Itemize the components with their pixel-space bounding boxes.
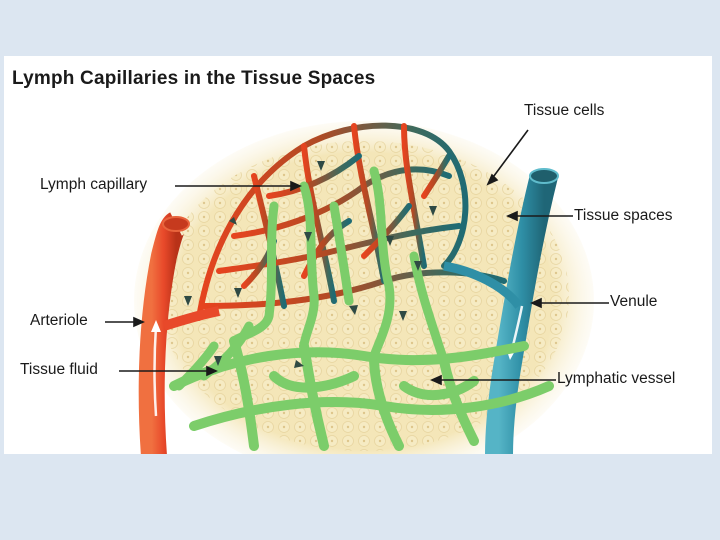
label-arteriole: Arteriole [30, 312, 88, 330]
label-tissue-cells: Tissue cells [524, 102, 604, 120]
diagram-panel: Lymph Capillaries in the Tissue Spaces T… [4, 56, 712, 454]
label-tissue-fluid: Tissue fluid [20, 361, 98, 379]
label-lymph-capillary: Lymph capillary [40, 176, 147, 194]
diagram-title: Lymph Capillaries in the Tissue Spaces [12, 68, 375, 90]
label-venule: Venule [610, 293, 657, 311]
label-tissue-spaces: Tissue spaces [574, 207, 673, 225]
label-lymphatic-vessel: Lymphatic vessel [557, 370, 675, 388]
lymph-capillary-illustration [4, 56, 712, 454]
